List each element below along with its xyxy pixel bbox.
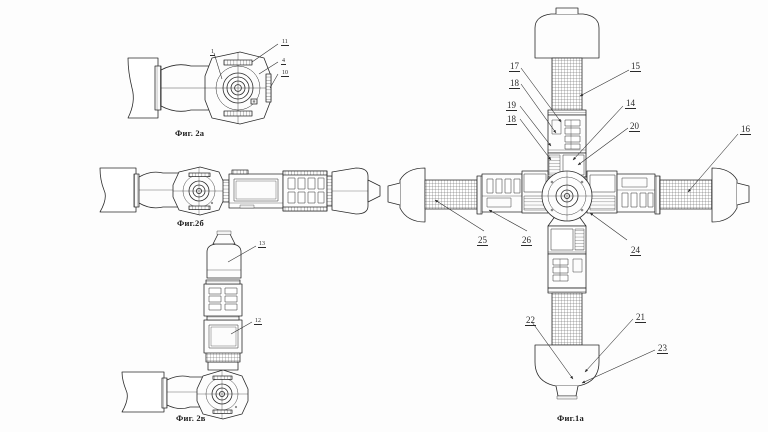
ref-label-fig2v-12: 12 [254, 318, 262, 326]
fig-1a-group [387, 7, 750, 400]
ref-label-fig1a-20: 20 [629, 121, 640, 133]
figure-caption-1a: Фиг.1а [557, 413, 584, 423]
ref-label-fig1a-15: 15 [630, 61, 641, 73]
ref-label-fig1a-18b: 18 [506, 114, 517, 126]
figure-caption-2b: Фиг.2б [177, 218, 204, 228]
figure-caption-2v: Фиг. 2в [176, 413, 206, 423]
ref-label-fig1a-17: 17 [509, 61, 520, 73]
ref-label-fig1a-24: 24 [630, 245, 641, 257]
ref-label-fig2v-13: 13 [258, 241, 266, 249]
fig-2a-group [127, 43, 279, 125]
ref-label-fig2a-1: 1 [210, 49, 215, 57]
ref-label-fig1a-19: 19 [506, 100, 517, 112]
ref-label-fig1a-21: 21 [635, 312, 646, 324]
truss-top [551, 57, 583, 112]
ref-label-fig1a-25: 25 [477, 235, 488, 247]
ref-label-fig1a-14: 14 [625, 98, 636, 110]
fig-2b-group [99, 166, 381, 216]
truss-left [424, 179, 478, 210]
ref-label-fig1a-26: 26 [521, 235, 532, 247]
truss-right [659, 179, 713, 210]
ref-label-fig2a-10: 10 [281, 70, 289, 78]
tank-left [399, 167, 426, 223]
figure-caption-2a: Фиг. 2а [175, 128, 205, 138]
ref-label-fig2a-11: 11 [281, 39, 289, 47]
tank-top [534, 13, 600, 59]
ref-label-fig2a-4: 4 [281, 58, 286, 66]
ref-label-fig1a-23: 23 [657, 343, 668, 355]
ref-label-fig1a-18a: 18 [509, 78, 520, 90]
leader-lines [434, 67, 739, 384]
fig-2v-group [121, 230, 257, 420]
ref-label-fig1a-16: 16 [740, 124, 751, 136]
tank-right [711, 167, 738, 223]
ref-label-fig1a-22: 22 [525, 315, 536, 327]
truss-bottom [551, 292, 583, 346]
